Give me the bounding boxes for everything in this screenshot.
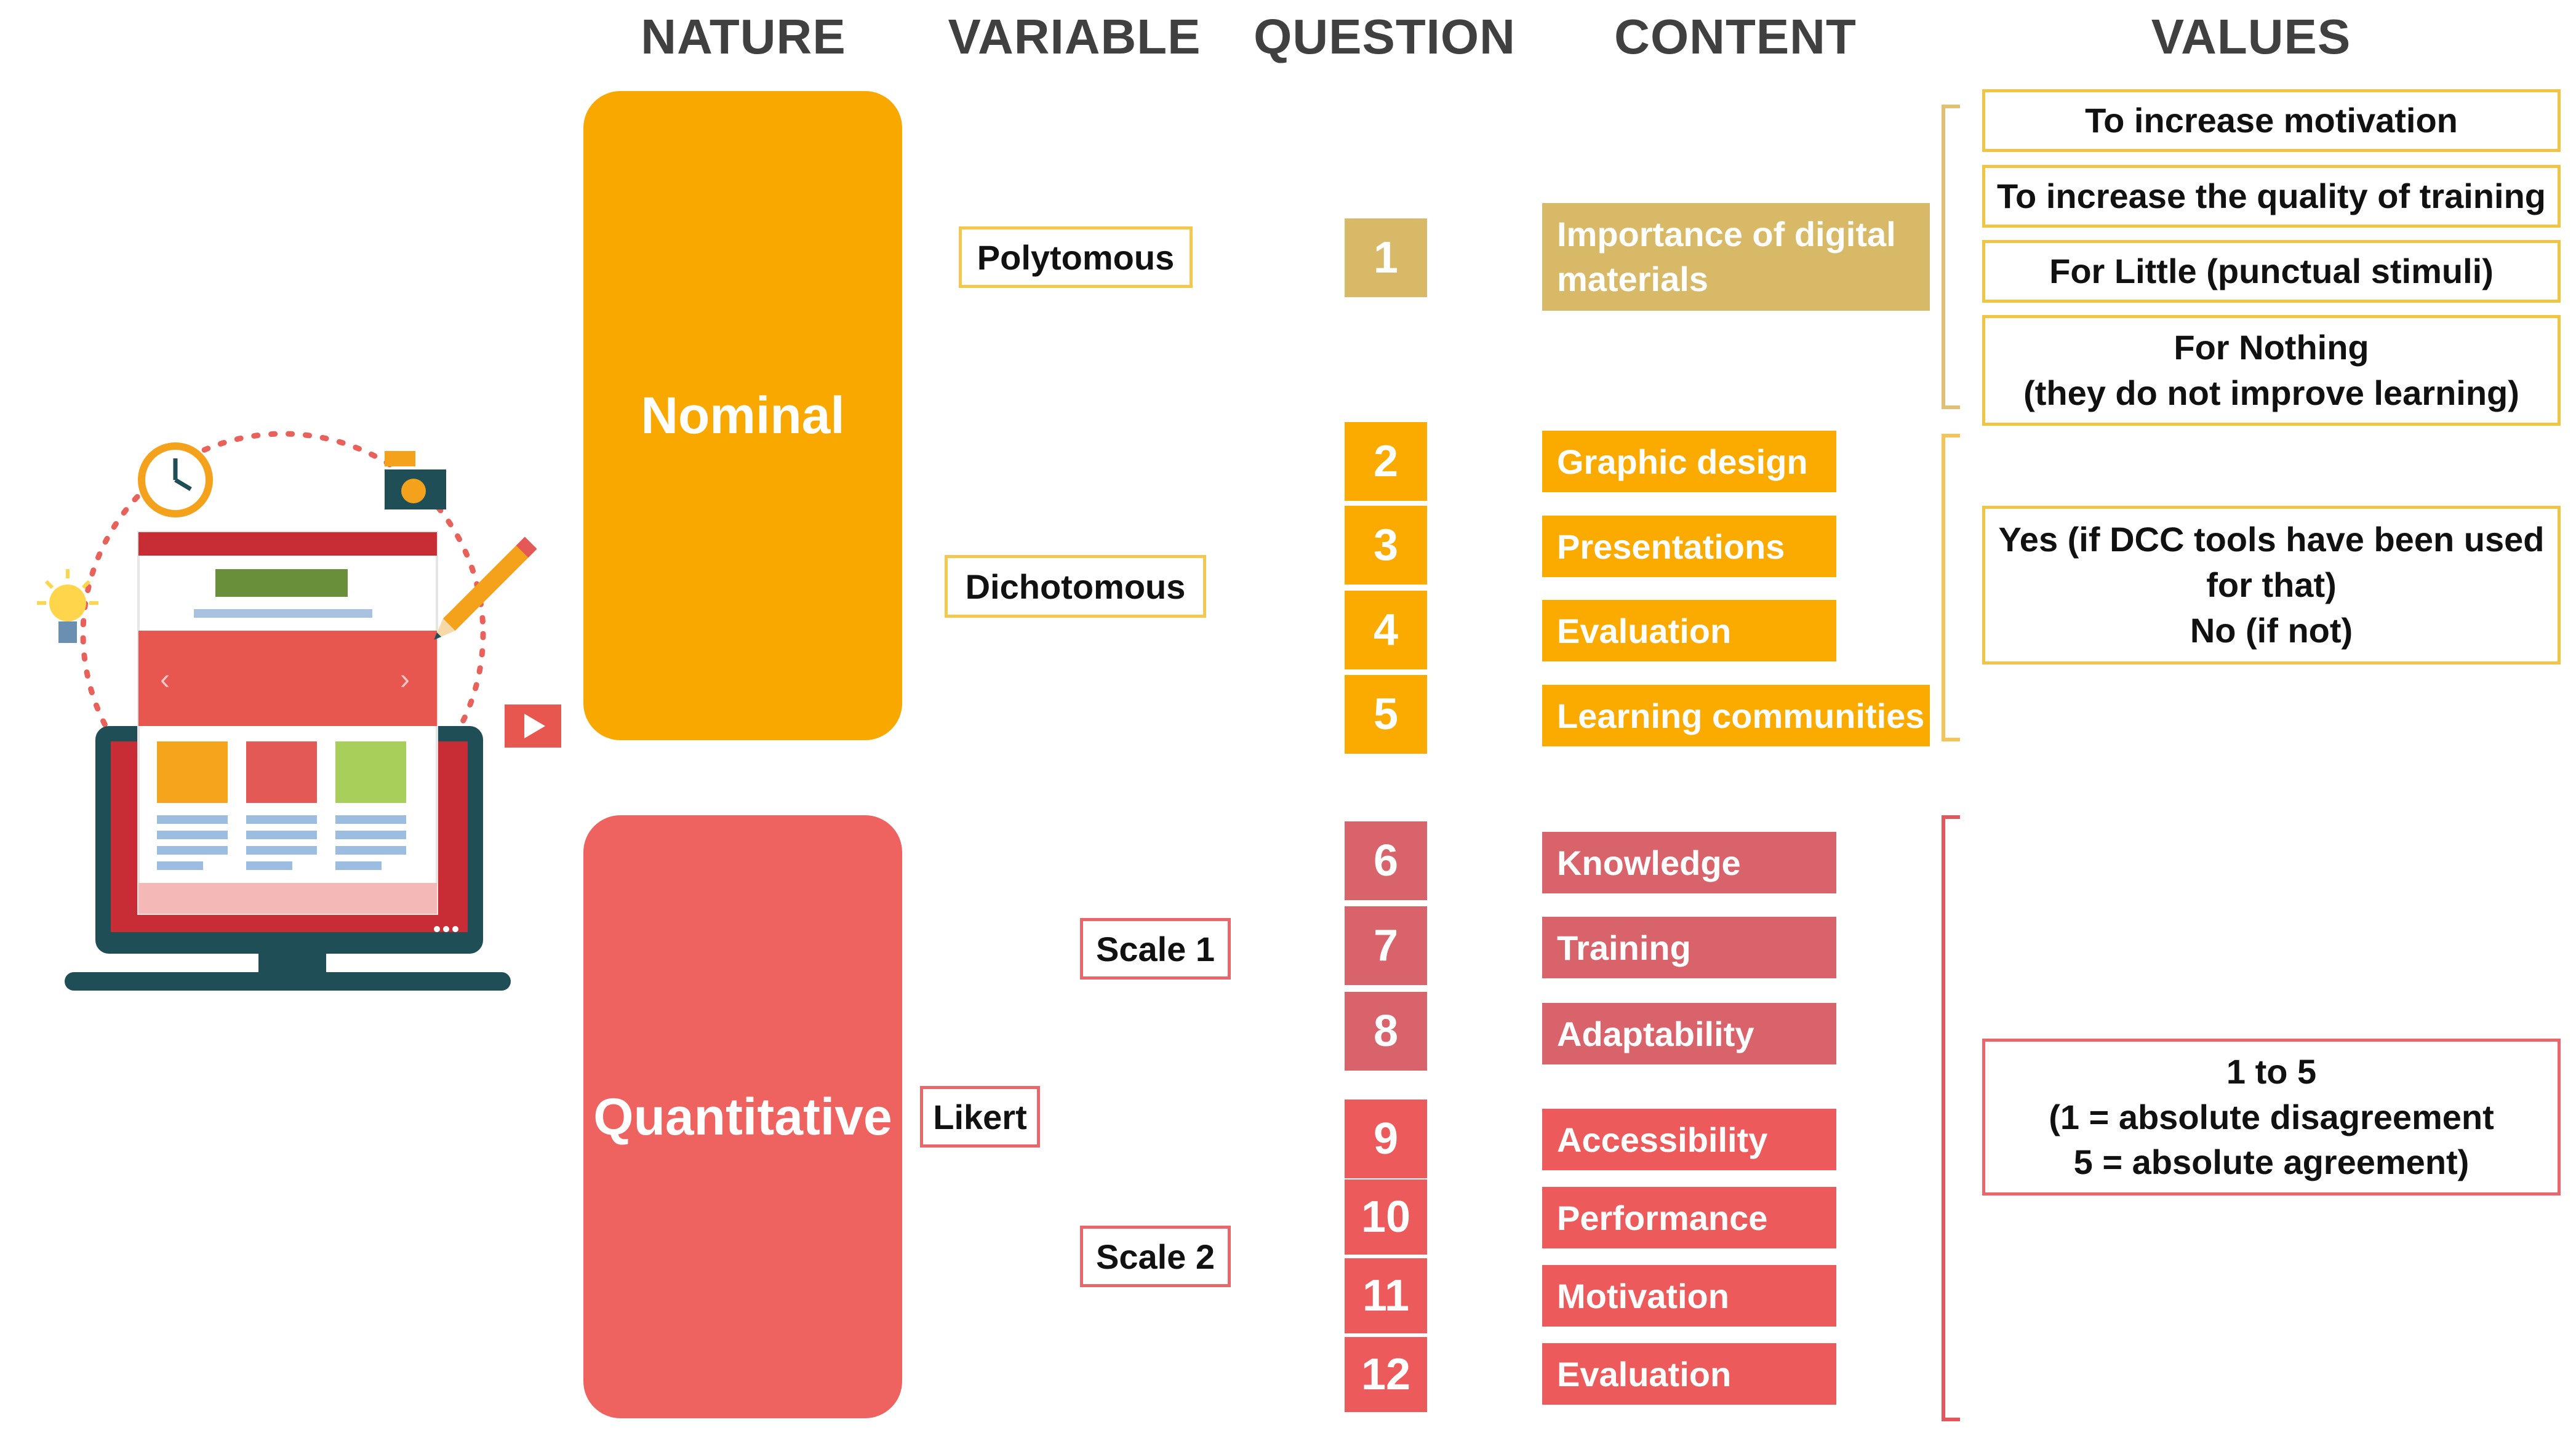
variable-scale-1: Scale 1: [1080, 918, 1231, 980]
question-11: 11: [1345, 1258, 1427, 1333]
content-4: Evaluation: [1542, 600, 1836, 661]
value-text-line1: For Nothing: [2174, 328, 2369, 367]
header-variable: VARIABLE: [948, 9, 1201, 64]
question-5: 5: [1345, 675, 1427, 754]
content-5: Learning communities: [1542, 685, 1930, 746]
question-2: 2: [1345, 422, 1427, 501]
content-8: Adaptability: [1542, 1003, 1836, 1064]
value-likert: 1 to 5 (1 = absolute disagreement 5 = ab…: [1982, 1039, 2561, 1196]
camera-icon: [385, 451, 446, 509]
value-text-line2: (they do not improve learning): [2023, 373, 2519, 412]
header-nature: NATURE: [641, 9, 846, 64]
value-text: To increase motivation: [2085, 101, 2458, 140]
content-9: Accessibility: [1542, 1109, 1836, 1170]
svg-text:‹: ‹: [160, 663, 170, 696]
question-7: 7: [1345, 906, 1427, 985]
question-1: 1: [1345, 218, 1427, 297]
question-9: 9: [1345, 1100, 1427, 1178]
content-1-line2: materials: [1557, 259, 1708, 298]
question-12: 12: [1345, 1337, 1427, 1412]
bracket-polytomous: [1942, 105, 1960, 409]
lightbulb-icon: [37, 569, 98, 643]
nature-nominal: Nominal: [583, 91, 902, 740]
value-text-line1: Yes (if DCC tools have been used: [1998, 520, 2545, 559]
value-text: To increase the quality of training: [1997, 177, 2546, 216]
value-text: For Little (punctual stimuli): [2049, 252, 2494, 291]
svg-text:›: ›: [400, 663, 410, 696]
header-question: QUESTION: [1254, 9, 1516, 64]
header-values: VALUES: [2151, 9, 2351, 64]
content-3: Presentations: [1542, 516, 1836, 577]
question-10: 10: [1345, 1180, 1427, 1255]
play-icon: [505, 705, 561, 748]
question-6: 6: [1345, 821, 1427, 900]
content-1-line1: Importance of digital: [1557, 214, 1896, 253]
variable-likert: Likert: [920, 1086, 1040, 1148]
value-text-line2: for that): [2206, 565, 2337, 605]
value-polytomous-3: For Little (punctual stimuli): [1982, 240, 2561, 303]
question-8: 8: [1345, 992, 1427, 1071]
nature-quantitative: Quantitative: [583, 815, 902, 1418]
value-text-line1: 1 to 5: [2226, 1052, 2317, 1091]
value-polytomous-1: To increase motivation: [1982, 89, 2561, 152]
value-polytomous-2: To increase the quality of training: [1982, 165, 2561, 228]
content-1: Importance of digital materials: [1542, 203, 1930, 311]
computer-illustration: ‹ ›: [37, 431, 561, 991]
variable-dichotomous: Dichotomous: [945, 555, 1206, 618]
nature-nominal-label: Nominal: [641, 386, 845, 444]
content-6: Knowledge: [1542, 832, 1836, 893]
question-3: 3: [1345, 506, 1427, 585]
bracket-dichotomous: [1942, 434, 1960, 741]
value-text-line2: (1 = absolute disagreement: [2049, 1097, 2494, 1136]
header-content: CONTENT: [1614, 9, 1857, 64]
variable-scale-2: Scale 2: [1080, 1226, 1231, 1287]
content-12: Evaluation: [1542, 1343, 1836, 1405]
value-dichotomous: Yes (if DCC tools have been used for tha…: [1982, 506, 2561, 665]
content-7: Training: [1542, 917, 1836, 978]
value-text-line3: 5 = absolute agreement): [2073, 1143, 2470, 1182]
nature-quantitative-label: Quantitative: [593, 1087, 892, 1146]
pencil-icon: [434, 537, 537, 640]
content-2: Graphic design: [1542, 431, 1836, 492]
value-polytomous-4: For Nothing (they do not improve learnin…: [1982, 315, 2561, 426]
question-4: 4: [1345, 591, 1427, 669]
bracket-likert: [1942, 815, 1960, 1421]
content-10: Performance: [1542, 1187, 1836, 1248]
content-11: Motivation: [1542, 1265, 1836, 1327]
clock-icon: [138, 442, 213, 517]
variable-polytomous: Polytomous: [959, 226, 1193, 288]
value-text-line3: No (if not): [2190, 610, 2353, 650]
